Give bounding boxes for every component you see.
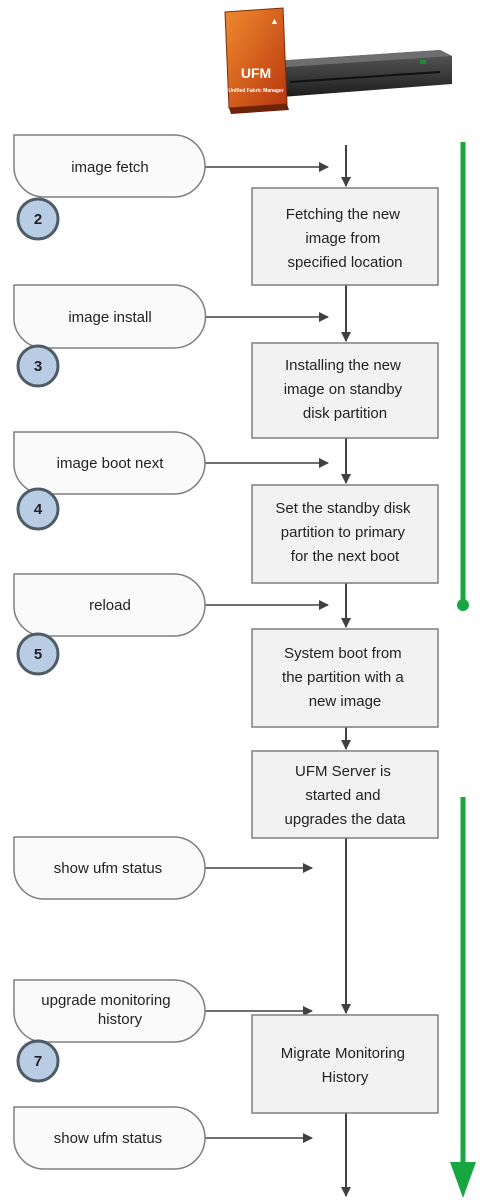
step-badge: 2 <box>16 197 60 241</box>
process-box-line: Migrate Monitoring <box>281 1045 405 1062</box>
process-box: Set the standby disk partition to primar… <box>251 484 439 584</box>
progress-arrow-bottom <box>450 797 476 1198</box>
svg-text:Installing the new image: Installing the new image on standby disk… <box>284 357 407 422</box>
command-pill: upgrade monitoring history <box>13 979 206 1043</box>
step-badge: 3 <box>16 344 60 388</box>
process-box-line: History <box>322 1069 369 1086</box>
step-badge: 5 <box>16 632 60 676</box>
command-label: show ufm status <box>54 1130 162 1147</box>
ufm-product-logo: UFM Unified Fabric Manager ▲ <box>224 7 452 114</box>
svg-text:Set the standby disk par: Set the standby disk partition to primar… <box>275 500 414 565</box>
command-arrows <box>205 162 329 1143</box>
process-box-line: image from <box>305 230 380 247</box>
process-box-line: Set the standby disk <box>275 500 411 517</box>
logo-title: UFM <box>241 65 271 81</box>
logo-mark-icon: ▲ <box>270 16 279 26</box>
command-label: show ufm status <box>54 860 162 877</box>
process-box-line: upgrades the data <box>285 811 407 828</box>
process-box: System boot from the partition with a ne… <box>251 628 439 728</box>
step-badge: 7 <box>16 1039 60 1083</box>
process-box-line: disk partition <box>303 405 387 422</box>
process-box: Installing the new image on standby disk… <box>251 342 439 439</box>
process-box: Migrate Monitoring History <box>251 1014 439 1114</box>
process-box: UFM Server is started and upgrades the d… <box>251 750 439 839</box>
step-number: 2 <box>34 211 42 228</box>
process-box-line: the partition with a <box>282 669 404 686</box>
progress-arrow-top <box>457 142 469 611</box>
process-box-line: Fetching the new <box>286 206 400 223</box>
logo-subtitle: Unified Fabric Manager <box>228 88 283 94</box>
svg-text:Migrate Monitoring Histo: Migrate Monitoring History <box>281 1045 409 1086</box>
command-pill: show ufm status <box>13 1106 206 1170</box>
step-number: 3 <box>34 358 42 375</box>
command-pill: image fetch <box>13 134 206 198</box>
step-number: 5 <box>34 646 42 663</box>
process-box-line: started and <box>305 787 380 804</box>
command-label: image boot next <box>57 455 165 472</box>
process-box-line: new image <box>309 693 382 710</box>
process-box-line: for the next boot <box>291 548 400 565</box>
svg-text:Fetching the new image f: Fetching the new image from specified lo… <box>286 206 404 271</box>
process-box-line: image on standby <box>284 381 403 398</box>
svg-text:UFM Server is started an: UFM Server is started and upgrades the d… <box>285 763 407 828</box>
command-pill: image install <box>13 284 207 349</box>
svg-text:System boot from the par: System boot from the partition with a ne… <box>282 645 408 710</box>
ufm-box-icon: UFM Unified Fabric Manager ▲ <box>224 7 289 114</box>
command-label: upgrade monitoring history <box>41 992 174 1028</box>
command-label: image fetch <box>71 159 149 176</box>
process-box-line: Installing the new <box>285 357 401 374</box>
command-pill: image boot next <box>13 431 206 495</box>
server-appliance-icon <box>258 50 452 98</box>
command-pill: show ufm status <box>13 836 206 900</box>
command-label: reload <box>89 597 131 614</box>
command-label: image install <box>68 309 151 326</box>
step-number: 7 <box>34 1053 42 1070</box>
step-badge: 4 <box>16 487 60 531</box>
process-box-line: specified location <box>287 254 402 271</box>
process-box-line: System boot from <box>284 645 402 662</box>
process-box: Fetching the new image from specified lo… <box>251 187 439 286</box>
step-number: 4 <box>34 501 43 518</box>
process-box-line: partition to primary <box>281 524 406 541</box>
command-pill: reload <box>13 573 206 637</box>
process-box-line: UFM Server is <box>295 763 391 780</box>
